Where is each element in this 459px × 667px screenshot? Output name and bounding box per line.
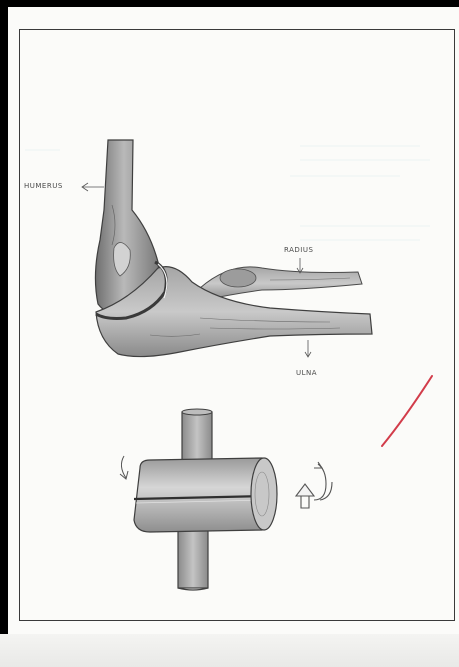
faint-bleed-through	[25, 146, 430, 240]
hinge-joint-model	[120, 409, 332, 590]
red-pen-mark	[382, 376, 432, 446]
humerus-label: HUMERUS	[24, 182, 63, 190]
ulna-label: ULNA	[296, 369, 317, 377]
radius-label: RADIUS	[284, 246, 313, 254]
rod-bottom	[178, 528, 208, 588]
cylinder-body	[134, 458, 262, 532]
curved-up-arrow-icon	[296, 462, 332, 508]
rotation-arrow-left-icon	[121, 456, 126, 478]
elbow-joint-illustration	[82, 140, 372, 357]
